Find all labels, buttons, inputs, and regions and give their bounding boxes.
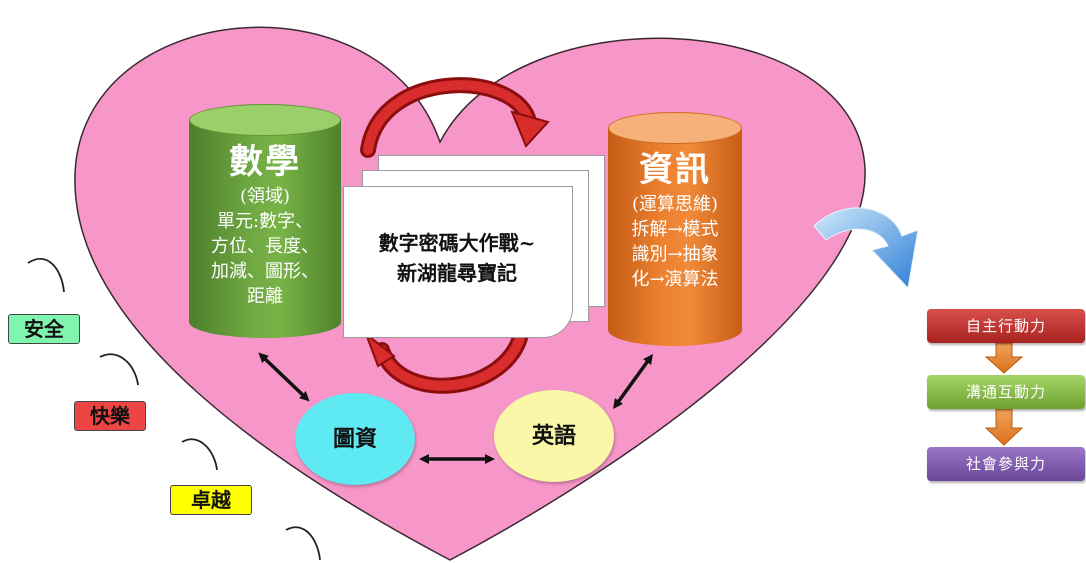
value-tag-safe: 安全 — [8, 314, 80, 344]
info-line: 識別→抽象 — [631, 244, 719, 265]
project-title-line-2: 新湖龍尋寶記 — [397, 261, 517, 285]
info-title: 資訊 — [639, 150, 711, 190]
swirl-stroke-1 — [27, 257, 65, 293]
connector-info-english — [613, 353, 653, 410]
info-line: (運算思維) — [631, 194, 719, 215]
cycle-arrow-top — [360, 77, 550, 158]
value-tag-happy: 快樂 — [74, 401, 146, 431]
flow-down-arrow-1 — [984, 342, 1024, 374]
math-line: 距離 — [247, 286, 283, 307]
swirl-stroke-2 — [99, 353, 139, 386]
flow-box-autonomy: 自主行動力 — [927, 309, 1085, 343]
flow-down-arrow-2 — [984, 408, 1024, 446]
swirl-stroke-4 — [285, 526, 321, 561]
blue-curved-arrow-icon — [813, 207, 919, 290]
info-cylinder: 資訊 (運算思維) 拆解→模式 識別→抽象 化→演算法 — [608, 112, 742, 346]
document-sheet-front — [343, 186, 573, 338]
info-line: 化→演算法 — [631, 269, 719, 290]
math-line: 方位、長度、 — [211, 236, 319, 257]
flow-box-communication: 溝通互動力 — [927, 375, 1085, 409]
cycle-arrow-bottom — [363, 322, 530, 394]
swirl-stroke-3 — [181, 438, 218, 471]
math-line: 單元:數字、 — [216, 211, 314, 232]
math-cylinder: 數學 (領域) 單元:數字、 方位、長度、 加減、圖形、 距離 — [189, 104, 341, 338]
math-line: 加減、圖形、 — [211, 261, 319, 282]
info-line: 拆解→模式 — [631, 219, 719, 240]
project-title-line-1: 數字密碼大作戰~ — [378, 231, 536, 255]
math-line: (領域) — [239, 186, 291, 207]
connector-math-library — [258, 352, 310, 402]
library-circle: 圖資 — [295, 393, 415, 485]
flow-box-participation: 社會參與力 — [927, 447, 1085, 481]
value-tag-excellent: 卓越 — [170, 485, 252, 515]
english-circle: 英語 — [494, 390, 614, 482]
math-title: 數學 — [229, 142, 301, 182]
